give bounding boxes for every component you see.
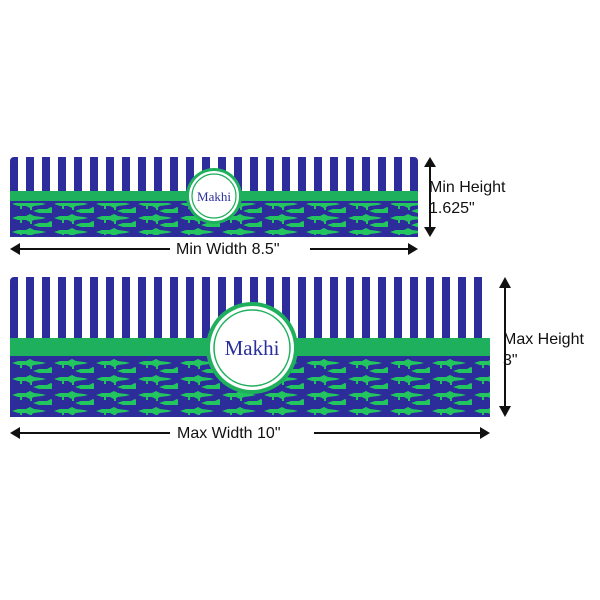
min-width-label: Min Width 8.5": [176, 241, 280, 258]
min-height-label: Min Height 1.625": [429, 179, 506, 217]
max-width-label: Max Width 10": [177, 425, 281, 442]
small-decal-name: Makhi: [197, 189, 231, 204]
large-decal: Makhi: [10, 277, 490, 417]
double-arrow-icon: [499, 277, 511, 417]
large-decal-name: Makhi: [225, 336, 280, 360]
double-arrow-icon: [424, 157, 436, 237]
double-arrow-icon: [10, 427, 490, 439]
small-decal: Makhi: [10, 157, 418, 237]
max-height-label: Max Height 3": [503, 331, 584, 369]
double-arrow-icon: [10, 243, 418, 255]
